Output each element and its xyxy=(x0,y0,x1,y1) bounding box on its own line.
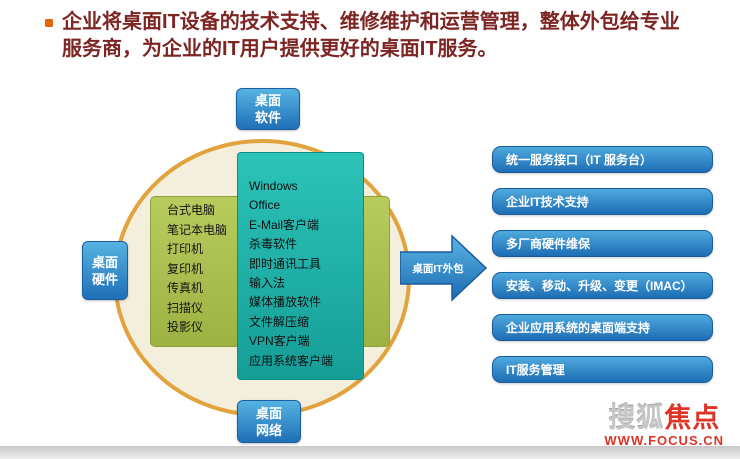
software-item: 即时通讯工具 xyxy=(249,256,322,271)
desktop-network-tag: 桌面网络 xyxy=(237,400,301,443)
software-item: E-Mail客户端 xyxy=(249,217,320,232)
watermark-focus-text: 焦点 xyxy=(664,403,721,433)
desktop-software-box xyxy=(237,152,364,380)
desktop-hardware-tag-label: 桌面硬件 xyxy=(91,254,118,287)
bullet-icon xyxy=(45,19,53,27)
hardware-item: 台式电脑 xyxy=(167,203,216,217)
desktop-software-tag: 桌面软件 xyxy=(236,88,300,130)
outsourcing-arrow-icon xyxy=(400,234,488,302)
service-box: 多厂商硬件维保 xyxy=(492,230,713,257)
hardware-item: 扫描仪 xyxy=(167,300,204,315)
desktop-network-tag-label: 桌面网络 xyxy=(255,405,282,438)
slide-footer-bar xyxy=(0,446,740,459)
software-item: 文件解压缩 xyxy=(249,314,310,329)
hardware-item: 打印机 xyxy=(167,242,204,256)
service-box: 安装、移动、升级、变更（IMAC） xyxy=(492,272,713,299)
hardware-list: 台式电脑 笔记本电脑 打印机 复印机 传真机 扫描仪 投影仪 xyxy=(167,201,227,338)
software-item: 应用系统客户端 xyxy=(249,353,334,368)
title-line-1: 企业将桌面IT设备的技术支持、维修维护和运营管理，整体外包给专业 xyxy=(62,11,680,33)
watermark-url: WWW.FOCUS.CN xyxy=(604,433,724,448)
software-item: 杀毒软件 xyxy=(249,237,298,252)
software-item: 媒体播放软件 xyxy=(249,295,322,310)
hardware-item: 投影仪 xyxy=(167,320,204,334)
service-box: IT服务管理 xyxy=(492,356,713,383)
hardware-item: 传真机 xyxy=(167,281,204,295)
watermark-logo: 搜狐焦点 xyxy=(604,404,724,433)
software-list: Windows Office E-Mail客户端 杀毒软件 即时通讯工具 输入法… xyxy=(249,177,333,371)
software-item: 输入法 xyxy=(249,276,286,291)
service-box: 统一服务接口（IT 服务台） xyxy=(492,146,713,173)
outsourcing-arrow-label: 桌面IT外包 xyxy=(412,263,464,275)
service-box: 企业IT技术支持 xyxy=(492,188,713,215)
desktop-hardware-tag: 桌面硬件 xyxy=(82,241,128,300)
hardware-item: 笔记本电脑 xyxy=(167,222,228,237)
software-item: VPN客户端 xyxy=(249,334,310,349)
sohu-focus-watermark: 搜狐焦点 WWW.FOCUS.CN xyxy=(604,404,724,449)
desktop-software-tag-label: 桌面软件 xyxy=(254,93,281,125)
watermark-sohu-text: 搜狐 xyxy=(608,403,665,433)
software-item: Office xyxy=(249,198,281,213)
software-item: Windows xyxy=(249,179,298,193)
hardware-item: 复印机 xyxy=(167,261,204,276)
slide-title: 企业将桌面IT设备的技术支持、维修维护和运营管理，整体外包给专业 服务商，为企业… xyxy=(62,9,727,63)
service-box: 企业应用系统的桌面端支持 xyxy=(492,314,713,341)
title-line-2: 服务商，为企业的IT用户提供更好的桌面IT服务。 xyxy=(62,38,498,60)
